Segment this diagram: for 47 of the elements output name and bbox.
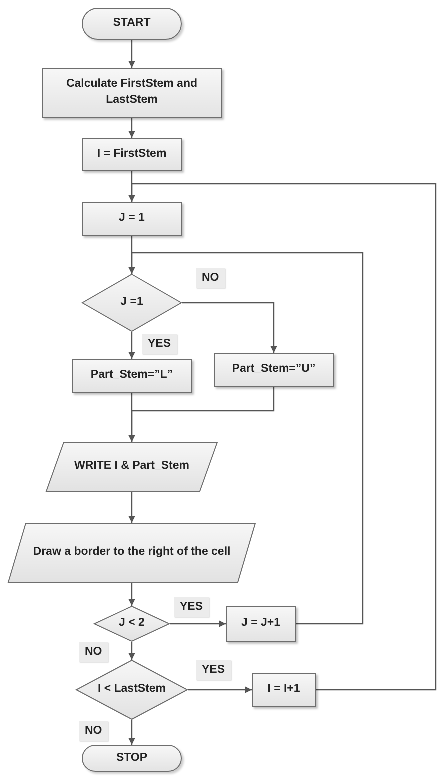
arrow xyxy=(128,583,136,606)
decision-diamond xyxy=(94,606,170,642)
arrow xyxy=(128,492,136,523)
decision-diamond xyxy=(82,274,182,332)
arrow xyxy=(128,332,136,359)
terminal-shape xyxy=(82,745,182,772)
node-label: Draw a border to the right of the cell xyxy=(33,545,231,560)
edge-label: YES xyxy=(174,597,210,617)
node-label: J < 2 xyxy=(119,616,145,632)
node-label: WRITE I & Part_Stem xyxy=(74,459,190,474)
node-label: I = FirstStem xyxy=(97,146,167,162)
node-label: Part_Stem=”U” xyxy=(232,362,316,378)
arrow xyxy=(182,302,278,353)
process-box xyxy=(252,673,316,707)
edge-label: NO xyxy=(79,642,108,662)
arrow xyxy=(128,252,364,625)
edge-label: YES xyxy=(196,660,232,680)
arrow xyxy=(128,642,136,660)
terminal-shape xyxy=(82,8,182,40)
edge-label: NO xyxy=(196,268,226,288)
process-box xyxy=(214,353,334,387)
edge-label: YES xyxy=(142,334,178,354)
process-box xyxy=(72,359,192,393)
node-label: START xyxy=(113,16,151,32)
arrow xyxy=(170,620,226,628)
node-label: Calculate FirstStem and LastStem xyxy=(65,77,198,108)
arrow xyxy=(128,118,136,138)
arrow xyxy=(188,686,252,694)
node-label: STOP xyxy=(116,750,148,766)
node-label: J = J+1 xyxy=(241,616,280,632)
arrow xyxy=(128,183,437,691)
arrow xyxy=(128,387,275,442)
process-box xyxy=(82,138,182,171)
node-label: Part_Stem=”L” xyxy=(90,368,174,384)
node-label: I < LastStem xyxy=(98,682,166,698)
arrow xyxy=(128,40,136,68)
process-box xyxy=(42,68,222,118)
input-output-parallelogram xyxy=(46,442,218,492)
process-box xyxy=(226,606,296,642)
input-output-parallelogram xyxy=(8,523,256,583)
decision-diamond xyxy=(76,660,188,720)
node-label: J = 1 xyxy=(119,211,145,226)
process-box xyxy=(82,202,182,236)
node-label: J =1 xyxy=(120,295,144,310)
node-label: I = I+1 xyxy=(268,682,300,698)
arrow xyxy=(128,720,136,745)
edge-label: NO xyxy=(79,721,108,741)
